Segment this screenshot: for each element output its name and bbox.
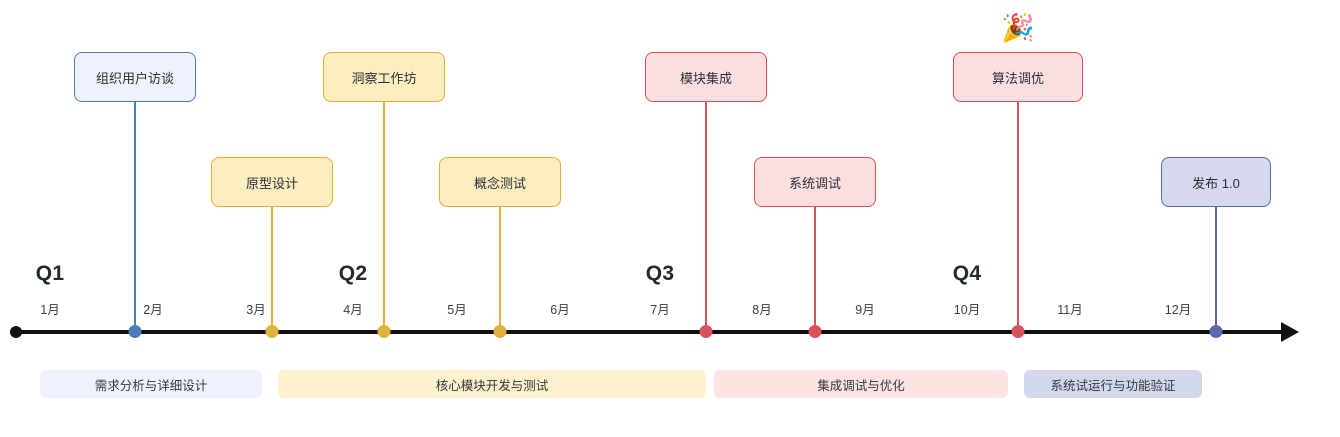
month-label: 8月 (752, 303, 772, 317)
milestone-card[interactable]: 原型设计 (211, 157, 333, 207)
milestone-card[interactable]: 发布 1.0 (1161, 157, 1271, 207)
month-label: 6月 (550, 303, 570, 317)
month-label: 7月 (650, 303, 670, 317)
milestone-card[interactable]: 系统调试 (754, 157, 876, 207)
milestone-card[interactable]: 洞察工作坊 (323, 52, 445, 102)
milestone-node-dot[interactable] (265, 325, 279, 338)
milestone-card[interactable]: 算法调优 (953, 52, 1083, 102)
month-label: 5月 (447, 303, 467, 317)
month-label: 10月 (953, 303, 981, 317)
milestone-connector-line (134, 102, 136, 331)
axis-arrow-icon (1281, 322, 1299, 342)
timeline-axis (14, 330, 1286, 334)
milestone-card[interactable]: 模块集成 (645, 52, 767, 102)
milestone-card[interactable]: 概念测试 (439, 157, 561, 207)
quarter-label-q4: Q4 (952, 262, 982, 285)
milestone-node-dot[interactable] (128, 325, 142, 338)
phase-bar[interactable]: 核心模块开发与测试 (278, 370, 706, 398)
milestone-node-dot[interactable] (1011, 325, 1025, 338)
milestone-connector-line (705, 102, 707, 331)
milestone-node-dot[interactable] (377, 325, 391, 338)
milestone-connector-line (1215, 207, 1217, 331)
month-label: 9月 (855, 303, 875, 317)
phase-bar[interactable]: 系统试运行与功能验证 (1024, 370, 1202, 398)
milestone-node-dot[interactable] (699, 325, 713, 338)
quarter-label-q2: Q2 (338, 262, 368, 285)
milestone-node-dot[interactable] (808, 325, 822, 338)
month-label: 4月 (343, 303, 363, 317)
milestone-connector-line (814, 207, 816, 331)
quarter-label-q3: Q3 (645, 262, 675, 285)
month-label: 12月 (1164, 303, 1192, 317)
milestone-node-dot[interactable] (1209, 325, 1223, 338)
phase-bar[interactable]: 集成调试与优化 (714, 370, 1008, 398)
milestone-connector-line (383, 102, 385, 331)
party-popper-icon: 🎉 (1001, 13, 1035, 43)
milestone-node-dot[interactable] (493, 325, 507, 338)
milestone-connector-line (271, 207, 273, 331)
milestone-card[interactable]: 组织用户访谈 (74, 52, 196, 102)
month-label: 11月 (1057, 303, 1083, 317)
month-label: 2月 (143, 303, 163, 317)
month-label: 3月 (246, 303, 266, 317)
month-label: 1月 (40, 303, 60, 317)
phase-bar[interactable]: 需求分析与详细设计 (40, 370, 262, 398)
milestone-connector-line (499, 207, 501, 331)
quarter-label-q1: Q1 (35, 262, 65, 285)
milestone-connector-line (1017, 102, 1019, 331)
